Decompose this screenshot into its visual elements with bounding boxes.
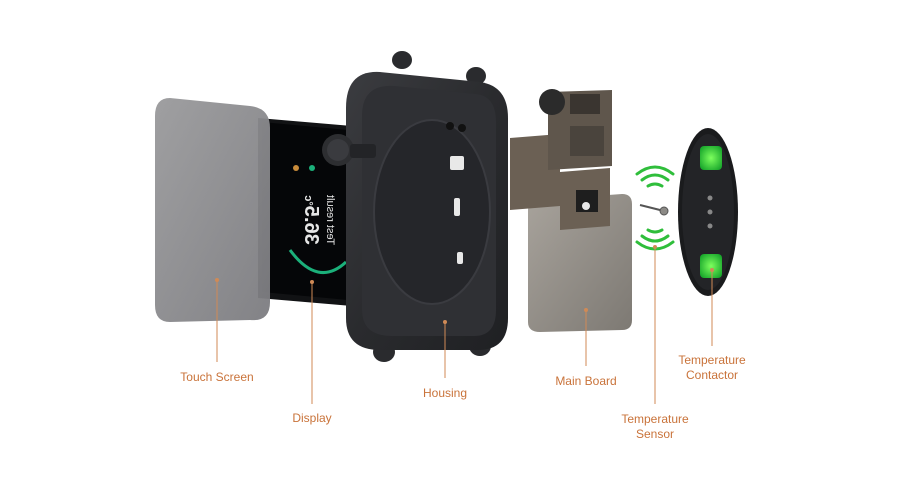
display-panel <box>258 118 352 306</box>
label-temperature-contactor: Temperature Contactor <box>672 353 752 383</box>
label-housing-text: Housing <box>422 386 468 400</box>
label-housing: Housing <box>405 386 485 401</box>
label-display: Display <box>272 411 352 426</box>
housing-body <box>322 51 508 362</box>
leader-dot-icon <box>215 245 714 324</box>
main-board-assembly <box>510 89 632 332</box>
label-display-text: Display <box>292 411 332 425</box>
display-screen-text: Test result 36.5°c <box>277 175 337 265</box>
leader-lines <box>216 247 713 404</box>
touch-screen-glass <box>155 98 270 322</box>
display-temperature-value: 36.5 <box>300 205 322 245</box>
display-temperature-unit: °c <box>302 195 314 206</box>
temperature-contactor <box>678 128 738 296</box>
label-temperature-sensor-line2: Sensor <box>635 427 675 441</box>
label-temperature-sensor: Temperature Sensor <box>615 412 695 442</box>
label-temperature-contactor-line1: Temperature <box>678 353 746 367</box>
label-main-board: Main Board <box>546 374 626 389</box>
label-touch-screen-text: Touch Screen <box>180 370 254 384</box>
label-temperature-contactor-line2: Contactor <box>685 368 739 382</box>
display-title: Test result <box>324 194 336 246</box>
temperature-sensor <box>639 204 669 216</box>
label-touch-screen: Touch Screen <box>177 370 257 385</box>
label-temperature-sensor-line1: Temperature <box>621 412 689 426</box>
label-main-board-text: Main Board <box>555 374 617 388</box>
